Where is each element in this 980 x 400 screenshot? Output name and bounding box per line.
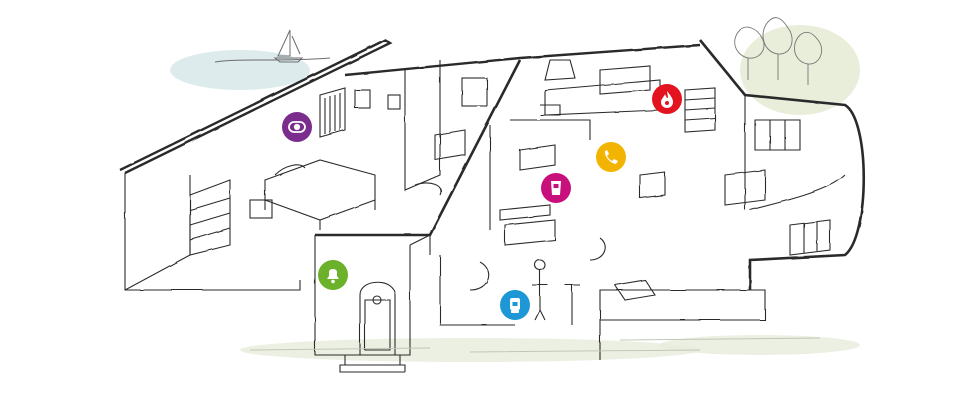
sailboat <box>214 29 331 63</box>
baby-monitor-hotspot[interactable] <box>282 112 312 142</box>
ground-strokes <box>249 337 821 353</box>
fire-alarm-hotspot[interactable] <box>652 84 682 114</box>
house-structure <box>119 38 866 373</box>
phone-hotspot[interactable] <box>596 142 626 172</box>
bell-icon <box>327 269 339 284</box>
doorbell-hotspot[interactable] <box>318 260 348 290</box>
flame-icon <box>661 91 673 108</box>
smart-plug-hotspot[interactable] <box>541 173 571 203</box>
plug-icon <box>551 181 561 195</box>
baby-monitor-icon <box>288 121 306 133</box>
phone-icon <box>604 150 618 164</box>
trees <box>734 17 822 85</box>
background <box>170 25 860 362</box>
pendant-alarm-icon <box>510 298 520 313</box>
personal-alarm-hotspot[interactable] <box>500 290 530 320</box>
